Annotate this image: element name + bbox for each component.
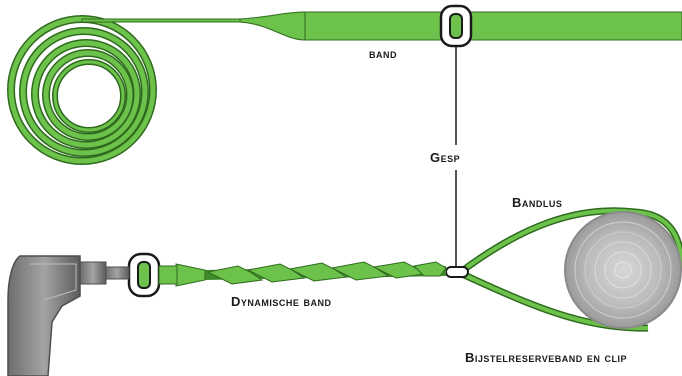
coiled-band: [7, 11, 682, 165]
handle-tool: [7, 255, 130, 376]
label-band: band: [369, 46, 397, 61]
label-bijstelreserveband: Bijstelreserveband en clip: [465, 350, 627, 365]
label-dynamische-band: Dynamische band: [231, 294, 332, 309]
label-gesp: Gesp: [430, 150, 461, 165]
lower-buckle: [127, 252, 178, 298]
top-buckle: [439, 4, 473, 48]
label-bandlus: Bandlus: [512, 195, 563, 210]
reserve-roll: [564, 211, 682, 329]
band-clip: [445, 266, 469, 278]
dynamic-band: [175, 261, 447, 287]
